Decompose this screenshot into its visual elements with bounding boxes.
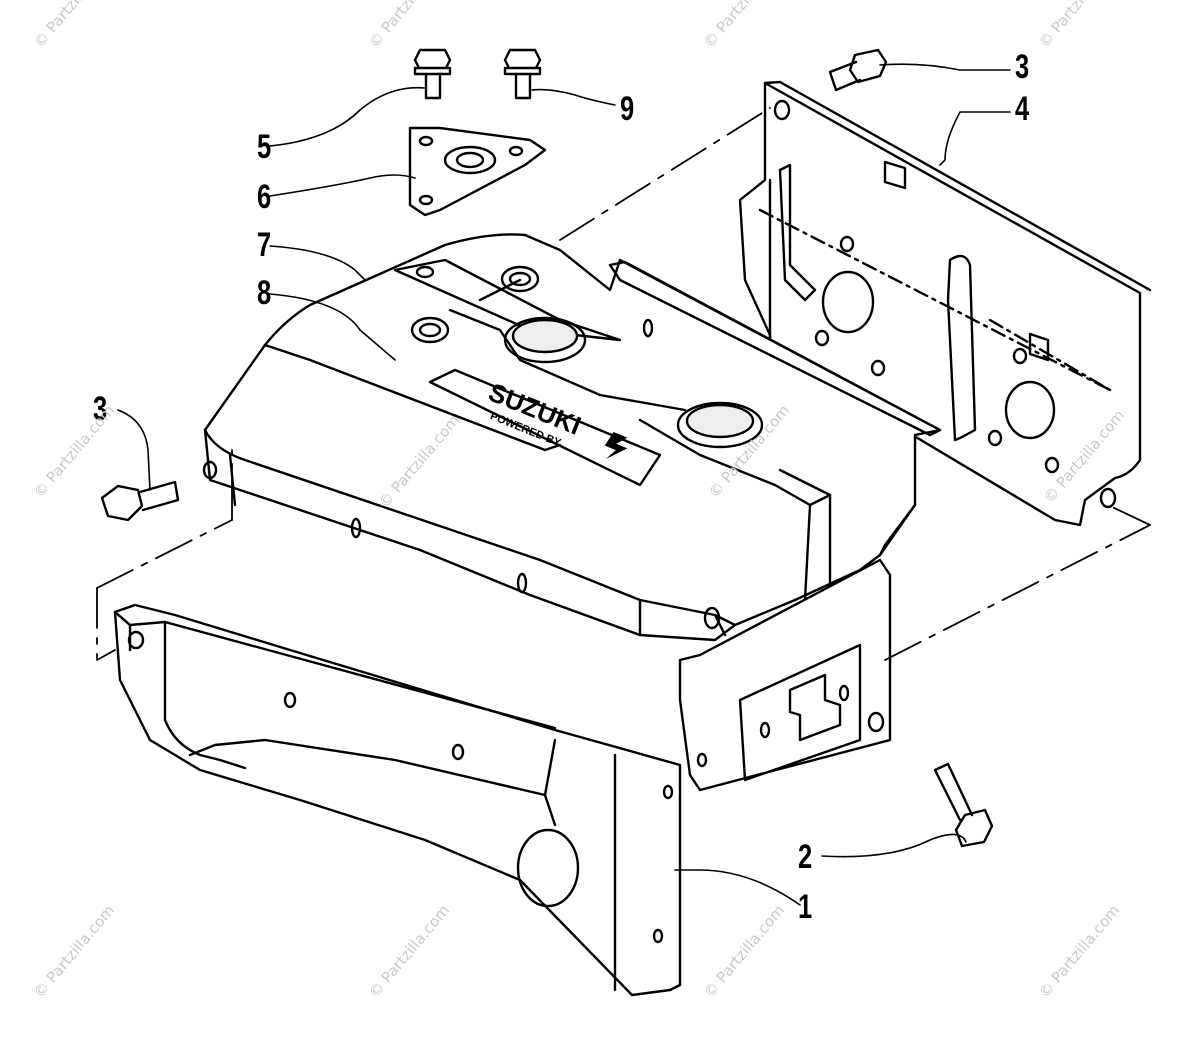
callout-9: 9 xyxy=(620,90,635,128)
rear-mounting-plate xyxy=(738,80,1152,527)
callout-6: 6 xyxy=(257,178,272,216)
bolt-3-top xyxy=(828,48,888,92)
callout-5: 5 xyxy=(257,128,272,166)
bolt-9 xyxy=(503,48,542,100)
bolt-5 xyxy=(413,48,452,100)
callout-8: 8 xyxy=(257,274,272,312)
callout-2: 2 xyxy=(798,838,813,876)
callout-3-top: 3 xyxy=(1015,48,1030,86)
engine-cover xyxy=(202,233,942,642)
assembly-lines xyxy=(96,107,1151,661)
callout-7: 7 xyxy=(257,226,272,264)
bolt-2 xyxy=(933,762,994,848)
callout-3-left: 3 xyxy=(93,390,108,428)
side-bracket xyxy=(678,558,892,792)
suzuki-s-emblem xyxy=(604,431,628,460)
bolt-3-left xyxy=(100,480,180,522)
callout-1: 1 xyxy=(798,888,813,926)
leader-lines xyxy=(117,63,1011,906)
triangular-bracket xyxy=(408,126,547,217)
lower-front-panel xyxy=(113,603,682,997)
callout-4: 4 xyxy=(1015,90,1030,128)
